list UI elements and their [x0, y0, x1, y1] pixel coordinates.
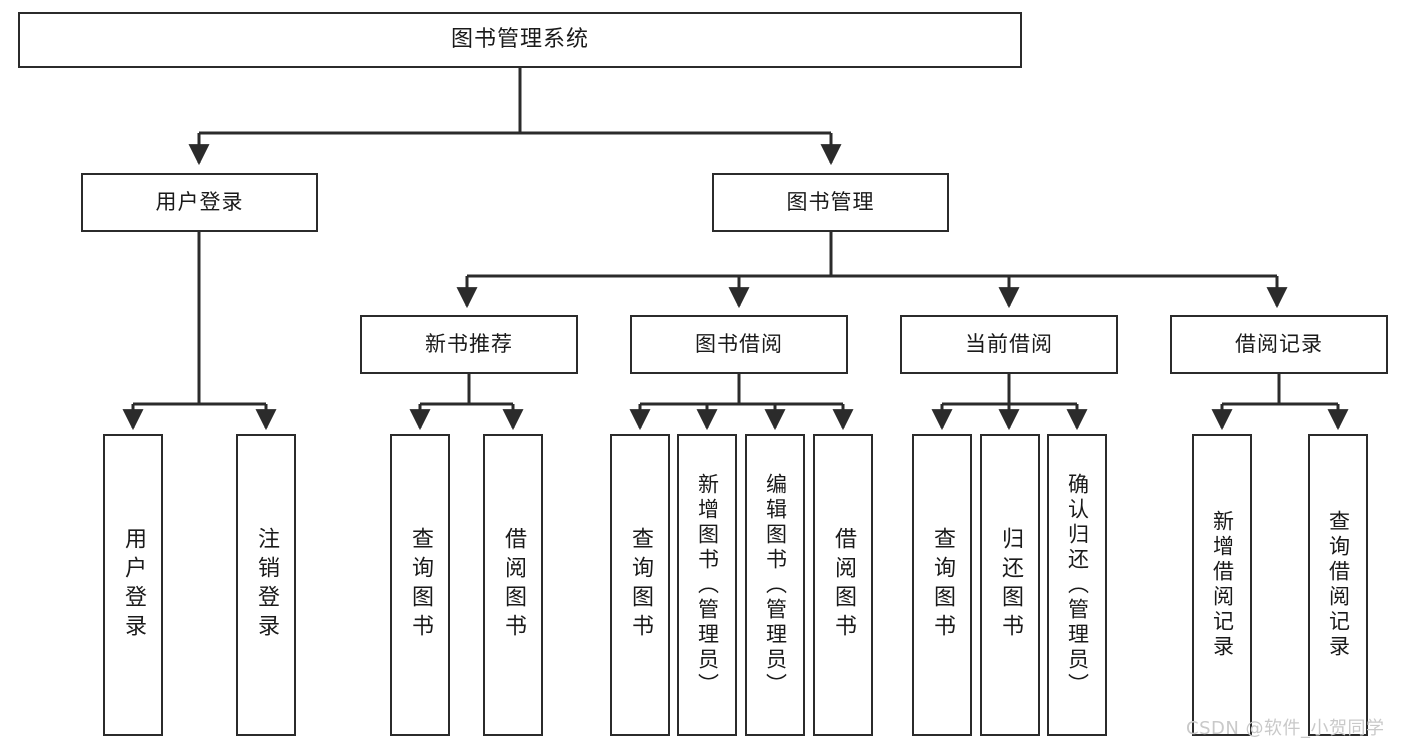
node-label: 查询借阅记录 — [1326, 510, 1351, 660]
node-label: 归还图书 — [998, 527, 1023, 643]
node-new-book-recommend[interactable]: 新书推荐 — [360, 315, 578, 374]
node-label: 借阅图书 — [831, 527, 856, 643]
node-label: 图书借阅 — [695, 332, 783, 357]
leaf-edit-book-admin[interactable]: 编辑图书（管理员） — [745, 434, 805, 736]
leaf-return-book[interactable]: 归还图书 — [980, 434, 1040, 736]
leaf-query-book-borrow[interactable]: 查询图书 — [610, 434, 670, 736]
node-book-management[interactable]: 图书管理 — [712, 173, 949, 232]
node-label: 用户登录 — [155, 190, 244, 215]
leaf-add-book-admin[interactable]: 新增图书（管理员） — [677, 434, 737, 736]
leaf-add-borrow-record[interactable]: 新增借阅记录 — [1192, 434, 1252, 736]
node-label: 新书推荐 — [425, 332, 513, 357]
node-label: 借阅记录 — [1235, 332, 1323, 357]
node-borrow-record[interactable]: 借阅记录 — [1170, 315, 1388, 374]
node-book-borrow[interactable]: 图书借阅 — [630, 315, 848, 374]
node-root-book-management-system[interactable]: 图书管理系统 — [18, 12, 1022, 68]
leaf-borrow-book-recommend[interactable]: 借阅图书 — [483, 434, 543, 736]
node-label: 当前借阅 — [965, 332, 1053, 357]
leaf-logout[interactable]: 注销登录 — [236, 434, 296, 736]
node-label: 借阅图书 — [501, 527, 526, 643]
watermark: CSDN @软件_小贺同学 — [1186, 718, 1385, 739]
leaf-query-borrow-record[interactable]: 查询借阅记录 — [1308, 434, 1368, 736]
node-label: 图书管理系统 — [450, 27, 589, 53]
node-current-borrow[interactable]: 当前借阅 — [900, 315, 1118, 374]
node-label: 新增图书（管理员） — [695, 472, 720, 698]
node-label: 用户登录 — [121, 527, 146, 643]
leaf-borrow-book[interactable]: 借阅图书 — [813, 434, 873, 736]
node-label: 查询图书 — [930, 527, 955, 643]
leaf-query-book-current[interactable]: 查询图书 — [912, 434, 972, 736]
node-user-login[interactable]: 用户登录 — [81, 173, 318, 232]
node-label: 注销登录 — [254, 527, 279, 643]
node-label: 新增借阅记录 — [1210, 510, 1235, 660]
node-label: 图书管理 — [786, 190, 875, 215]
node-label: 编辑图书（管理员） — [763, 472, 788, 698]
node-label: 查询图书 — [408, 527, 433, 643]
leaf-query-book-recommend[interactable]: 查询图书 — [390, 434, 450, 736]
leaf-confirm-return-admin[interactable]: 确认归还（管理员） — [1047, 434, 1107, 736]
node-label: 查询图书 — [628, 527, 653, 643]
leaf-user-login[interactable]: 用户登录 — [103, 434, 163, 736]
node-label: 确认归还（管理员） — [1065, 472, 1090, 698]
